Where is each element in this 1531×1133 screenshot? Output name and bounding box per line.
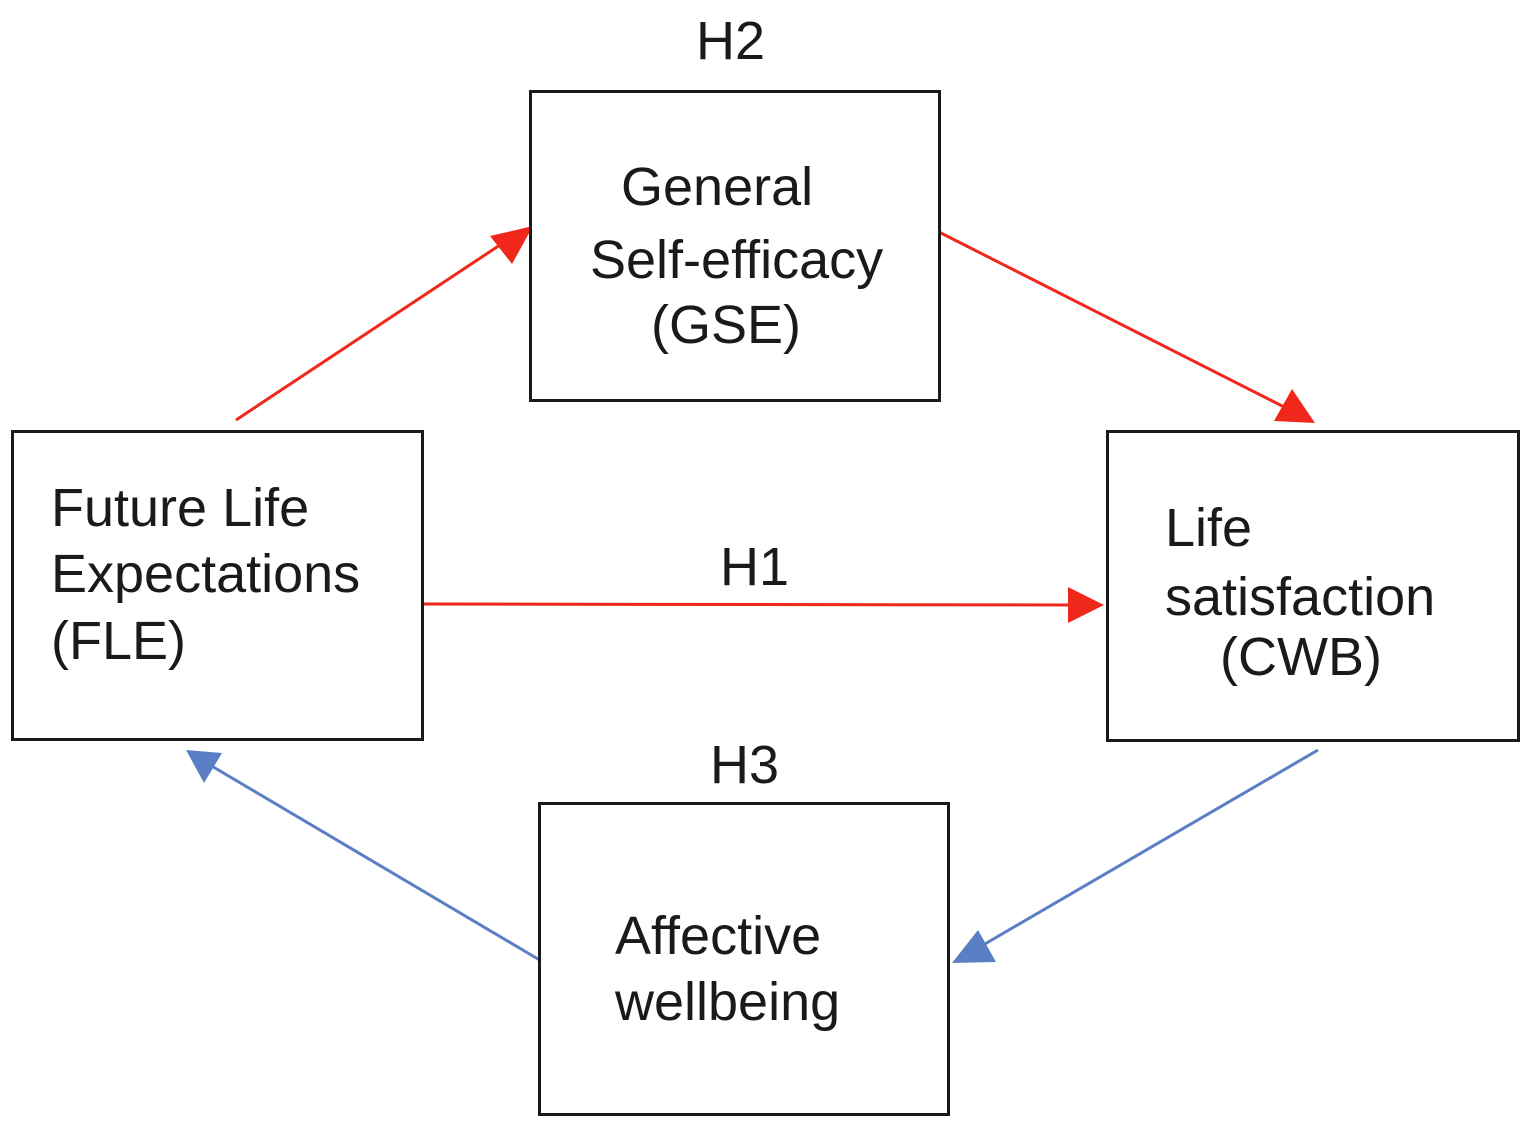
node-gse-line1: General: [621, 157, 814, 217]
node-cwb-line2: satisfaction: [1165, 567, 1436, 627]
node-cwb: Life satisfaction (CWB): [1106, 430, 1520, 742]
arrowhead-fle-to-gse: [490, 226, 533, 264]
hypothesis-label-h3: H3: [710, 735, 780, 795]
arrow-cwb-to-awb: [977, 748, 1319, 950]
arrow-fle-to-cwb: [423, 602, 1073, 607]
node-cwb-line3: (CWB): [1220, 627, 1382, 687]
node-gse: General Self-efficacy (GSE): [529, 90, 941, 402]
node-awb-line1: Affective: [615, 906, 822, 966]
node-fle-line3: (FLE): [51, 611, 186, 671]
arrowhead-cwb-to-awb: [952, 930, 996, 963]
hypothesis-label-h1: H1: [720, 537, 790, 597]
arrow-gse-to-cwb: [934, 228, 1291, 412]
arrowhead-fle-to-cwb: [1068, 587, 1104, 623]
node-fle-line2: Expectations: [51, 544, 361, 604]
arrowhead-awb-to-fle: [186, 750, 222, 783]
hypothesis-label-h2: H2: [696, 11, 766, 71]
node-fle-line1: Future Life: [51, 478, 310, 538]
node-gse-line3: (GSE): [651, 295, 802, 355]
node-awb-line2: wellbeing: [615, 972, 841, 1032]
arrow-fle-to-gse: [235, 235, 513, 422]
node-gse-line2: Self-efficacy: [590, 230, 884, 290]
arrowhead-gse-to-cwb: [1274, 389, 1315, 423]
node-awb: Affective wellbeing: [538, 802, 950, 1116]
node-cwb-line1: Life: [1165, 498, 1253, 558]
arrow-awb-to-fle: [209, 763, 544, 964]
node-fle: Future Life Expectations (FLE): [11, 430, 424, 741]
